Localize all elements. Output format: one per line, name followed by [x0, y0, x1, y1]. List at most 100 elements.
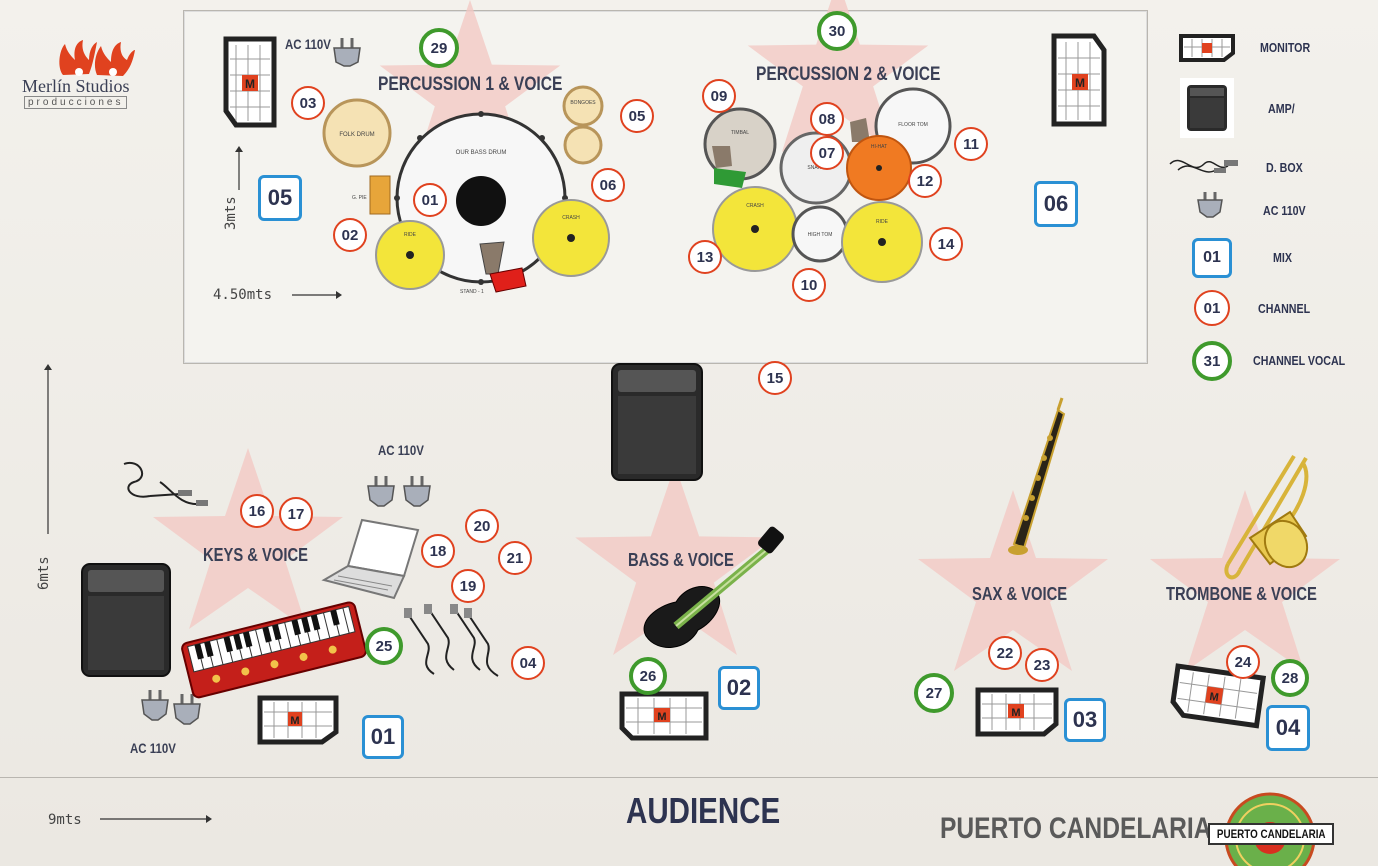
legend-vocal-label: CHANNEL VOCAL — [1253, 353, 1346, 368]
trombone-icon — [1224, 454, 1309, 580]
keyboard-icon — [181, 601, 367, 699]
channel-01: 01 — [413, 183, 447, 217]
mix-06: 06 — [1034, 181, 1078, 227]
channel-02: 02 — [333, 218, 367, 252]
band-logo-badge: PUERTO CANDELARIA — [1208, 823, 1334, 845]
arrow-right-icon — [292, 291, 342, 299]
channel-20: 20 — [465, 509, 499, 543]
channel-23: 23 — [1025, 648, 1059, 682]
section-sax: SAX & VOICE — [972, 584, 1068, 604]
channel-16: 16 — [240, 494, 274, 528]
monitor-wedge-2: M — [1051, 33, 1107, 127]
section-trombone: TROMBONE & VOICE — [1166, 584, 1317, 604]
legend-mix-sample: 01 — [1192, 238, 1232, 278]
merlin-logo-icon — [59, 40, 135, 76]
monitor-wedge-sax: M — [975, 687, 1059, 737]
svg-text:OUR BASS DRUM: OUR BASS DRUM — [456, 150, 507, 156]
legend-ac-icon — [1197, 192, 1223, 218]
arrow-right-icon — [100, 815, 212, 823]
bass-guitar-icon — [643, 526, 784, 648]
channel-24: 24 — [1226, 645, 1260, 679]
logo-title: Merlín Studios — [22, 76, 130, 96]
arrow-up-icon — [235, 146, 243, 190]
guiro — [369, 175, 391, 215]
monitor-wedge-trombone: M — [1170, 663, 1267, 729]
footer-divider — [0, 777, 1378, 778]
vocal-channel-29: 29 — [419, 28, 459, 68]
mix-05: 05 — [258, 175, 302, 221]
percussion-2-kit: TIMBAL SNARE FLOOR TOM HI-HAT CRASH HIGH… — [703, 87, 952, 283]
legend-ac-label: AC 110V — [1263, 203, 1306, 218]
svg-text:STAND - 1: STAND - 1 — [460, 289, 484, 295]
laptop-icon — [321, 518, 420, 600]
bongo-1 — [562, 85, 604, 127]
channel-18: 18 — [421, 534, 455, 568]
channel-08: 08 — [810, 102, 844, 136]
ac-plug-icon — [333, 38, 361, 67]
dim-riser-depth: 3mts — [223, 196, 239, 230]
svg-text:RIDE: RIDE — [404, 232, 417, 238]
legend-dbox-label: D. BOX — [1266, 160, 1303, 175]
svg-text:HI-HAT: HI-HAT — [871, 144, 887, 150]
channel-11: 11 — [954, 127, 988, 161]
channel-06: 06 — [591, 168, 625, 202]
drum-riser — [183, 10, 1148, 364]
svg-text:G. PIE: G. PIE — [352, 195, 367, 201]
mix-03: 03 — [1064, 698, 1106, 742]
vocal-channel-26: 26 — [629, 657, 667, 695]
vocal-channel-28: 28 — [1271, 659, 1309, 697]
channel-07: 07 — [810, 136, 844, 170]
channel-19: 19 — [451, 569, 485, 603]
legend-amp-icon — [1187, 85, 1227, 131]
amp-bass-icon — [611, 363, 703, 481]
vocal-channel-30: 30 — [817, 11, 857, 51]
monitor-letter: M — [1075, 76, 1085, 90]
audience-label: AUDIENCE — [626, 790, 781, 831]
svg-text:TIMBAL: TIMBAL — [731, 130, 749, 136]
legend-monitor-icon — [1179, 34, 1235, 62]
section-bass: BASS & VOICE — [628, 550, 734, 570]
folk-drum — [322, 98, 392, 168]
ac-plug-icon — [141, 690, 201, 725]
vocal-channel-27: 27 — [914, 673, 954, 713]
svg-text:SNARE: SNARE — [807, 165, 825, 171]
channel-22: 22 — [988, 636, 1022, 670]
mix-04: 04 — [1266, 705, 1310, 751]
legend-amp-label: AMP/ — [1268, 101, 1295, 116]
svg-text:HIGH TOM: HIGH TOM — [808, 232, 833, 238]
svg-text:FLOOR TOM: FLOOR TOM — [898, 122, 928, 128]
legend-amp-frame — [1180, 78, 1234, 138]
section-perc1: PERCUSSION 1 & VOICE — [378, 74, 563, 95]
saxophone-icon — [1008, 397, 1066, 555]
di-box-icon — [404, 604, 499, 677]
channel-05: 05 — [620, 99, 654, 133]
channel-10: 10 — [792, 268, 826, 302]
vocal-channel-25: 25 — [365, 627, 403, 665]
legend-channel-sample: 01 — [1194, 290, 1230, 326]
di-box-icon — [123, 461, 208, 506]
ac-label-perc: AC 110V — [285, 36, 331, 52]
mix-01: 01 — [362, 715, 404, 759]
dim-stage-width: 9mts — [48, 812, 82, 828]
channel-21: 21 — [498, 541, 532, 575]
ac-plug-icon — [367, 476, 431, 507]
section-keys: KEYS & VOICE — [203, 545, 308, 565]
monitor-letter: M — [290, 715, 299, 727]
mix-02: 02 — [718, 666, 760, 710]
legend-vocal-sample: 31 — [1192, 341, 1232, 381]
channel-12: 12 — [908, 164, 942, 198]
band-logo-text: PUERTO CANDELARIA — [1216, 827, 1326, 841]
legend-mix-label: MIX — [1273, 250, 1292, 265]
ac-label-keys-top: AC 110V — [378, 442, 424, 458]
channel-09: 09 — [702, 79, 736, 113]
monitor-wedge-bass: M — [619, 691, 709, 741]
channel-04: 04 — [511, 646, 545, 680]
band-name: PUERTO CANDELARIA — [940, 812, 1212, 845]
svg-text:RIDE: RIDE — [876, 219, 889, 225]
ac-label-keys-bottom: AC 110V — [130, 740, 176, 756]
amp-keys-icon — [81, 563, 171, 677]
channel-13: 13 — [688, 240, 722, 274]
section-perc2: PERCUSSION 2 & VOICE — [756, 64, 941, 85]
bongo-2 — [563, 125, 603, 165]
